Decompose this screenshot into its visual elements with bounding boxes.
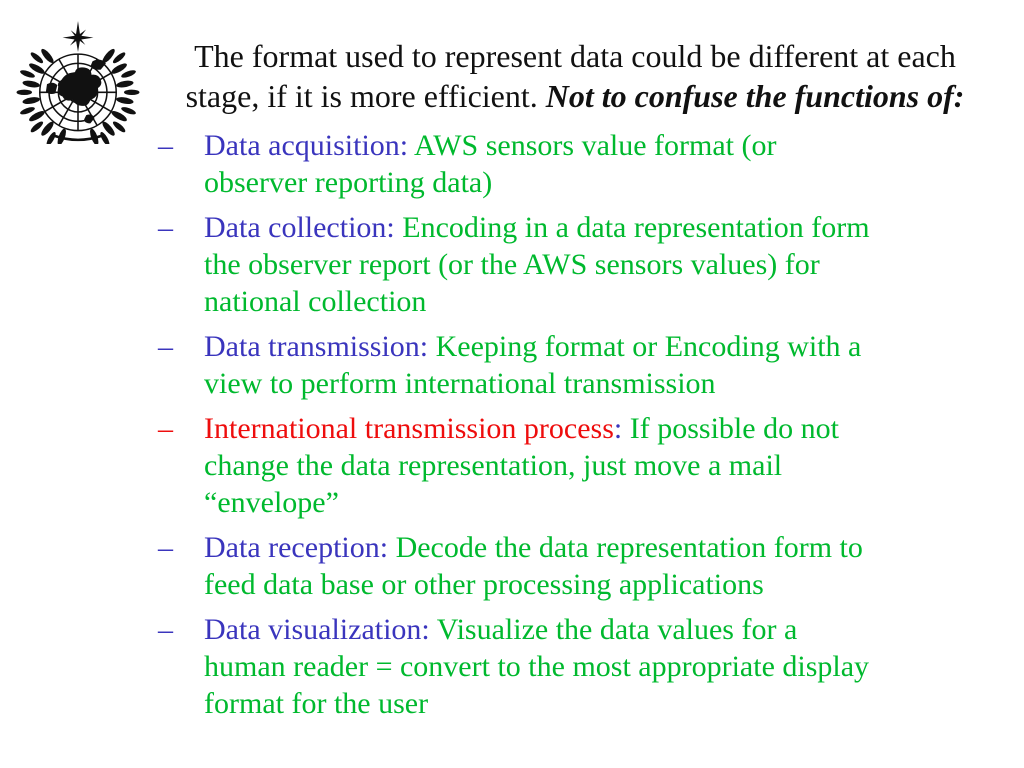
bullet-dash-icon: – (158, 330, 173, 363)
bullet-body: Keeping format or Encoding with a view t… (204, 330, 862, 400)
slide-title: The format used to represent data could … (132, 36, 1018, 116)
title-text: The format used to represent data could … (185, 38, 956, 114)
bullet-item-data-acquisition: – Data acquisition: AWS sensors value fo… (158, 127, 1008, 201)
bullet-dash-icon: – (158, 211, 173, 244)
bullet-lead: Data transmission: (204, 330, 429, 363)
bullet-body: Encoding in a data representation form t… (204, 211, 870, 318)
bullet-text: Data visualization: Visualize the data v… (204, 611, 869, 722)
bullet-body: AWS sensors value format (or observer re… (204, 129, 777, 199)
continents-icon (45, 59, 106, 124)
bullet-lead: Data collection: (204, 211, 395, 244)
bullet-text: International transmission process: If p… (204, 410, 839, 521)
bullet-lead: International transmission process (204, 412, 614, 445)
wmo-logo (16, 20, 140, 147)
laurel-branch-right-icon (90, 48, 140, 146)
bullet-item-data-reception: – Data reception: Decode the data repres… (158, 529, 1008, 603)
bullet-item-international-transmission: – International transmission process: If… (158, 410, 1008, 521)
bullet-body: Visualize the data values for a human re… (204, 613, 870, 720)
bullet-body: If possible do not change the data repre… (204, 412, 839, 519)
bullet-text: Data reception: Decode the data represen… (204, 529, 863, 603)
bullet-text: Data acquisition: AWS sensors value form… (204, 127, 776, 201)
bullet-dash-icon: – (158, 613, 173, 646)
bullet-separator: : (613, 412, 623, 445)
compass-star-icon (62, 21, 94, 53)
bullet-list: – Data acquisition: AWS sensors value fo… (158, 127, 1008, 730)
wmo-emblem-icon (16, 21, 140, 147)
bullet-text: Data collection: Encoding in a data repr… (204, 209, 870, 320)
bullet-dash-icon: – (158, 129, 173, 162)
bullet-item-data-visualization: – Data visualization: Visualize the data… (158, 611, 1008, 722)
bullet-lead: Data acquisition: (204, 129, 409, 162)
bullet-lead: Data visualization: (204, 613, 430, 646)
bullet-item-data-transmission: – Data transmission: Keeping format or E… (158, 328, 1008, 402)
wreath-stem-icon (53, 134, 103, 142)
bullet-lead: Data reception: (204, 531, 389, 564)
bullet-body: Decode the data representation form to f… (204, 531, 863, 601)
bullet-text: Data transmission: Keeping format or Enc… (204, 328, 861, 402)
bullet-item-data-collection: – Data collection: Encoding in a data re… (158, 209, 1008, 320)
title-emphasis-text: Not to confuse the functions of: (545, 78, 965, 114)
bullet-dash-icon: – (158, 531, 173, 564)
bullet-dash-icon: – (158, 412, 173, 445)
